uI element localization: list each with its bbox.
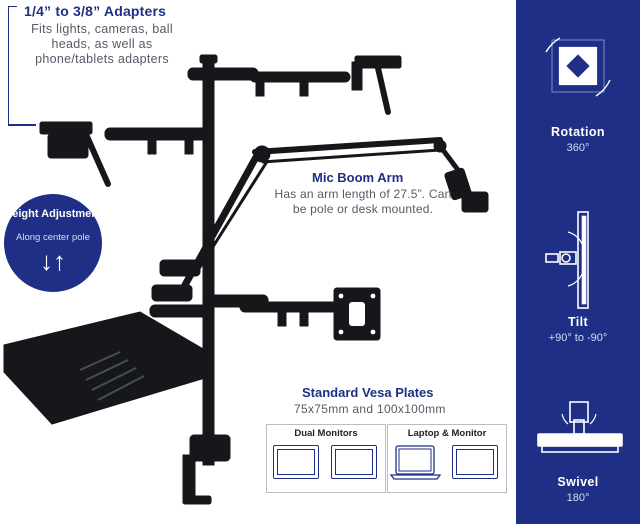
laptop-monitor-label: Laptop & Monitor xyxy=(407,428,487,439)
monitor-icon xyxy=(273,445,319,479)
adapters-description: Fits lights, cameras, ball heads, as wel… xyxy=(31,22,173,66)
rotation-label: Rotation xyxy=(551,125,605,139)
adapters-callout-line xyxy=(8,124,36,126)
swivel-label: Swivel xyxy=(557,475,599,489)
dual-monitors-box: Dual Monitors xyxy=(266,424,386,493)
monitor-icon xyxy=(331,445,377,479)
monitor-icon xyxy=(452,445,498,479)
mic-boom-arm-title: Mic Boom Arm xyxy=(312,170,404,185)
height-adjustment-title: Height Adjustment xyxy=(4,208,102,220)
tilt-value: +90° to -90° xyxy=(548,332,608,344)
laptop-monitor-box: Laptop & Monitor xyxy=(387,424,507,493)
mic-boom-arm-description: Has an arm length of 27.5”. Can be pole … xyxy=(274,187,452,216)
rotation-icon xyxy=(537,37,623,453)
swivel-value: 180° xyxy=(566,492,590,504)
adapters-title: 1/4” to 3/8” Adapters xyxy=(24,3,167,19)
vesa-plates-sizes: 75x75mm and 100x100mm xyxy=(294,402,446,416)
adapters-callout-bracket xyxy=(8,6,17,125)
laptop-icon xyxy=(389,445,442,480)
dual-monitors-label: Dual Monitors xyxy=(294,428,358,439)
up-down-arrows-icon: ↓↑ xyxy=(40,246,66,276)
tilt-label: Tilt xyxy=(567,315,589,329)
monitor-mount-illustration xyxy=(3,54,489,505)
rotation-value: 360° xyxy=(566,142,590,154)
height-adjustment-subtitle: Along center pole xyxy=(16,232,90,243)
vesa-plates-title: Standard Vesa Plates xyxy=(302,385,434,400)
features-sidebar: Rotation 360° Tilt +90° to -90° Swivel 1… xyxy=(516,0,640,524)
height-adjustment-badge: Height Adjustment Along center pole ↓↑ xyxy=(4,194,102,292)
